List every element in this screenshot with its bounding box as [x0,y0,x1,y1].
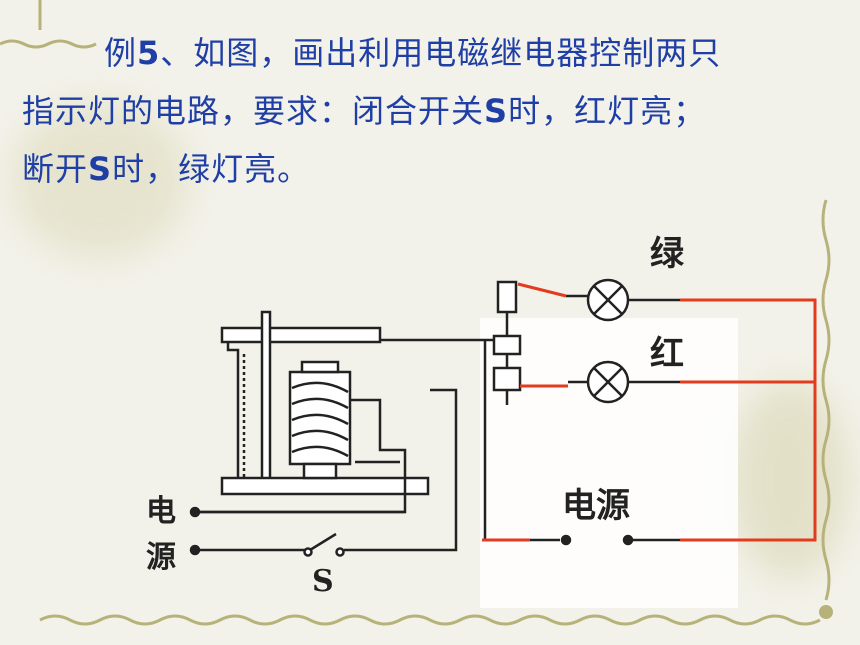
wire-green-to-source [680,298,817,542]
switch-s [309,532,337,552]
question-line-2: 指示灯的电路，要求：闭合开关S时，红灯亮； [22,82,842,140]
power-left-label-2: 源 [146,540,176,575]
question-line-3-bold: S [88,150,113,188]
power-right-label: 电源 [562,486,630,526]
question-line-3: 断开S时，绿灯亮。 [22,140,842,198]
background-texture [10,100,190,260]
power-left-label-1: 电 [146,494,176,529]
relay-spring-post [260,310,272,482]
wire-upper-contact-to-green [517,282,567,298]
question-line-1-pre: 例 [104,34,138,72]
question-line-2-pre: 指示灯的电路，要求：闭合开关 [22,92,485,130]
question-line-2-bold: S [484,92,509,130]
question-text: 例5、如图，画出利用电磁继电器控制两只 指示灯的电路，要求：闭合开关S时，红灯亮… [22,24,842,198]
question-line-3-post: 时，绿灯亮。 [112,150,311,188]
switch-terminal [303,547,313,557]
question-line-1-post: 、如图，画出利用电磁继电器控制两只 [160,34,722,72]
relay-armature [220,326,382,344]
movable-contact [492,334,522,356]
upper-contact [496,280,518,314]
question-line-3-pre: 断开 [22,150,89,188]
relay-base [220,476,430,496]
green-lamp-label: 绿 [650,234,684,274]
question-line-1-bold: 5 [137,34,161,72]
answer-wiring [482,282,817,542]
red-lamp-label: 红 [650,334,684,374]
relay [189,278,680,557]
switch-label: S [312,564,334,599]
lower-contact [492,366,522,392]
question-line-2-post: 时，红灯亮； [508,92,707,130]
question-line-1: 例5、如图，画出利用电磁继电器控制两只 [22,24,842,82]
relay-frame [226,342,240,490]
